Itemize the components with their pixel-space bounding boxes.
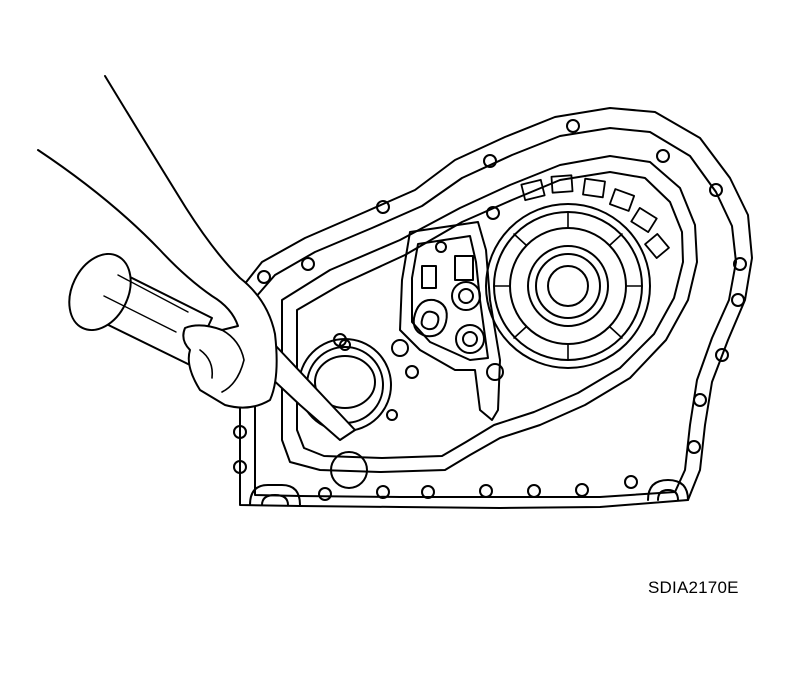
internal-rib-large [282, 156, 697, 472]
drain-boss [331, 452, 367, 488]
case-outer-flange [240, 108, 752, 508]
corner-bosses [250, 480, 688, 505]
internal-rib-inner [297, 172, 683, 458]
case-inner-flange [255, 128, 736, 497]
valve-passage [400, 222, 500, 420]
hammer [57, 244, 212, 365]
shaft-bosses [392, 242, 503, 380]
hand [38, 76, 277, 408]
figure-code-label: SDIA2170E [648, 578, 739, 597]
gear-spokes [494, 212, 642, 360]
bolt-holes [234, 120, 746, 500]
gear-teeth [521, 175, 669, 258]
